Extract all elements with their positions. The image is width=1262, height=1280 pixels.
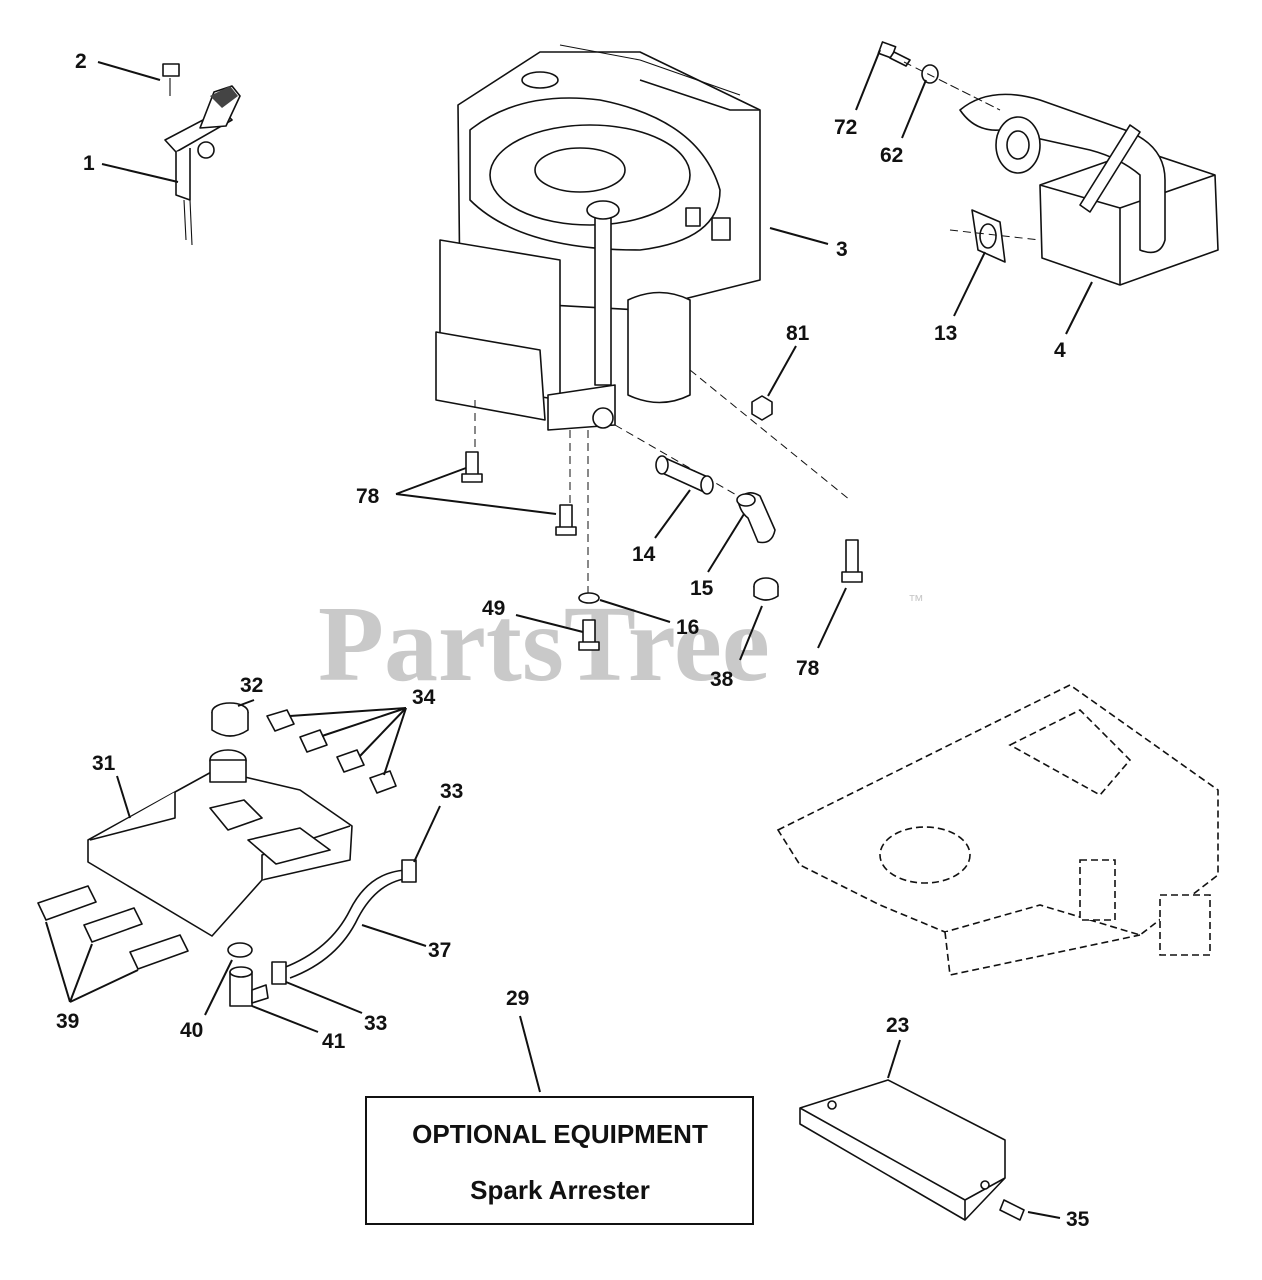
callout-72: 72: [834, 116, 857, 139]
tank-pads-39-drawing: [37, 885, 189, 970]
callout-31: 31: [92, 752, 116, 775]
callout-38: 38: [710, 668, 734, 691]
callout-29: 29: [506, 987, 529, 1010]
gas-tank-drawing: [87, 749, 353, 937]
callout-16: 16: [676, 616, 699, 639]
callout-39: 39: [56, 1010, 79, 1033]
callout-23: 23: [886, 1014, 909, 1037]
fuel-cap-drawing: [211, 702, 249, 737]
callout-2: 2: [75, 50, 87, 73]
optional-equipment-title: OPTIONAL EQUIPMENT: [412, 1119, 708, 1149]
callout-78a: 78: [356, 485, 380, 508]
callout-32: 32: [240, 674, 263, 697]
fuel-line-drawing: [271, 859, 417, 985]
callout-62: 62: [880, 144, 903, 167]
bolt-49-drawing: [578, 619, 600, 651]
callout-4: 4: [1054, 339, 1066, 362]
exhaust-gasket-drawing: [971, 209, 1006, 263]
spark-arrester-cover-drawing: [799, 1079, 1006, 1221]
callout-14: 14: [632, 543, 656, 566]
tank-pads-34-drawing: [266, 709, 397, 794]
elbow-drawing: [736, 492, 776, 544]
optional-equipment-box: OPTIONAL EQUIPMENT Spark Arrester: [365, 1096, 754, 1225]
callout-35: 35: [1066, 1208, 1090, 1231]
callout-13: 13: [934, 322, 957, 345]
washer-62-drawing: [921, 64, 939, 84]
watermark-tm: ™: [908, 593, 924, 610]
callout-78b: 78: [796, 657, 820, 680]
spark-arrester-label: Spark Arrester: [470, 1175, 650, 1205]
fuel-valve-drawing: [227, 942, 269, 1007]
callout-81: 81: [786, 322, 810, 345]
callout-33b: 33: [364, 1012, 387, 1035]
engine-drawing: [435, 44, 761, 431]
callout-49: 49: [482, 597, 505, 620]
throttle-control-drawing: [162, 63, 241, 246]
bolts-78-drawing: [461, 451, 577, 536]
callout-33a: 33: [440, 780, 463, 803]
washer-16-drawing: [578, 592, 600, 604]
frame-plate-drawing: [776, 684, 1219, 976]
callout-3: 3: [836, 238, 848, 261]
callout-34: 34: [412, 686, 436, 709]
nut-81-drawing: [751, 395, 773, 421]
bolt-78b-drawing: [841, 539, 863, 583]
callout-15: 15: [690, 577, 714, 600]
callout-41: 41: [322, 1030, 346, 1053]
fuel-filter-pipe-drawing: [655, 455, 714, 495]
watermark-text: PartsTree: [318, 585, 770, 704]
muffler-drawing: [959, 93, 1219, 286]
screw-35-drawing: [999, 1199, 1025, 1221]
callout-40: 40: [180, 1019, 203, 1042]
callout-37: 37: [428, 939, 451, 962]
callout-1: 1: [83, 152, 95, 175]
nut-38-drawing: [753, 577, 779, 601]
